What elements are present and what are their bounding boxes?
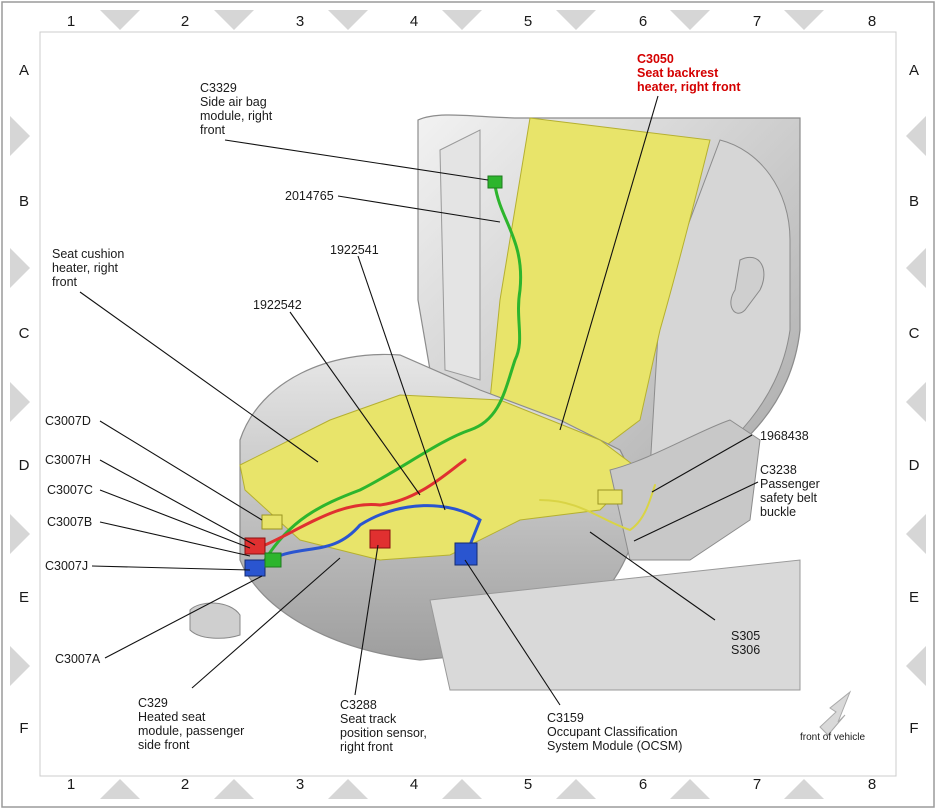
grid-col-3: 3 [295,776,305,793]
grid-row-b: B [908,193,919,210]
callout-1922542: 1922542 [253,298,302,312]
grid-col-7: 7 [752,13,762,30]
grid-col-6: 6 [638,776,648,793]
grid-col-4: 4 [409,13,419,30]
callout-c3007j: C3007J [45,559,89,573]
grid-col-2: 2 [180,776,190,793]
grid-col-7: 7 [752,776,762,793]
grid-markers [10,10,926,799]
callout-2014765: 2014765 [285,189,334,203]
grid-col-4: 4 [409,776,419,793]
grid-col-2: 2 [180,13,190,30]
grid-col-8: 8 [867,776,877,793]
grid-row-c: C [908,325,920,342]
grid-row-a: A [18,62,29,79]
grid-row-f: F [19,720,29,737]
grid-col-5: 5 [523,776,533,793]
grid-col-8: 8 [867,13,877,30]
grid-col-3: 3 [295,13,305,30]
leader-lines [79,95,759,706]
grid-row-d: D [908,457,920,474]
grid-col-1: 1 [66,776,76,793]
front-of-vehicle-label: front of vehicle [800,732,866,743]
callout-c3007c: C3007C [47,483,93,497]
callout-1922541: 1922541 [330,243,379,257]
callout-1968438: 1968438 [760,429,809,443]
callout-c3007b: C3007B [47,515,93,529]
grid-row-d: D [18,457,30,474]
grid-row-c: C [18,325,30,342]
grid-row-b: B [18,193,29,210]
grid-row-f: F [909,720,919,737]
grid-col-6: 6 [638,13,648,30]
grid-row-e: E [18,589,29,606]
grid-row-e: E [908,589,919,606]
connectors [244,175,623,577]
grid-col-1: 1 [66,13,76,30]
grid-col-5: 5 [523,13,533,30]
front-of-vehicle-arrow [819,690,852,736]
callout-c3007a: C3007A [55,652,101,666]
wiring-harness [258,183,656,567]
callout-c3007d: C3007D [45,414,91,428]
callout-c3007h: C3007H [45,453,91,467]
grid-row-a: A [908,62,919,79]
